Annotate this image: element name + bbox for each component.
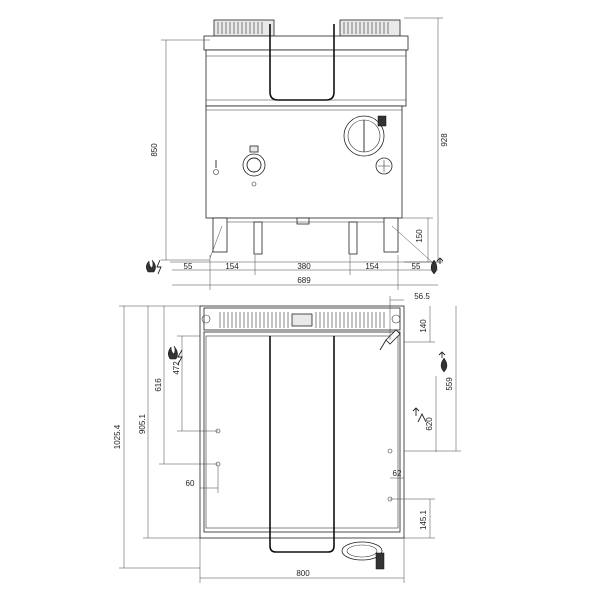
dim-55-right: 55 bbox=[412, 262, 421, 271]
dim-689: 689 bbox=[297, 276, 311, 285]
control-knob bbox=[242, 153, 266, 177]
gas-electric-icon bbox=[146, 259, 162, 275]
dim-380: 380 bbox=[297, 262, 311, 271]
dim-905: 905.1 bbox=[138, 413, 147, 434]
lid-rim bbox=[203, 35, 409, 51]
water-inlet-icon bbox=[412, 407, 427, 423]
pan-body bbox=[205, 49, 407, 107]
connection-point-3 bbox=[387, 448, 393, 454]
top-view: 800 1025.4 905.1 616 472 60 56.5 140 559… bbox=[113, 292, 461, 583]
water-drop-icon bbox=[438, 351, 448, 373]
dim-1025: 1025.4 bbox=[113, 424, 122, 449]
dim-150: 150 bbox=[415, 229, 424, 243]
back-grill-right bbox=[339, 19, 401, 37]
lid-handle bbox=[269, 24, 335, 101]
indicator-switch bbox=[213, 169, 219, 175]
dim-60: 60 bbox=[186, 479, 195, 488]
pan-well bbox=[203, 331, 401, 533]
valve-handle bbox=[385, 329, 401, 345]
dim-154-right: 154 bbox=[365, 262, 379, 271]
flame-icon bbox=[168, 345, 178, 360]
dim-472: 472 bbox=[172, 361, 181, 375]
dim-140: 140 bbox=[419, 319, 428, 333]
dim-55-left: 55 bbox=[184, 262, 193, 271]
dim-620: 620 bbox=[425, 417, 434, 431]
dim-616: 616 bbox=[154, 378, 163, 392]
pilot-light bbox=[249, 145, 259, 153]
front-view: 850 928 150 55 154 380 154 55 689 bbox=[146, 17, 449, 290]
dim-154-left: 154 bbox=[225, 262, 239, 271]
dim-62: 62 bbox=[393, 469, 402, 478]
dim-559: 559 bbox=[445, 377, 454, 391]
dim-800: 800 bbox=[296, 569, 310, 578]
top-lid-handle bbox=[269, 336, 335, 553]
legs bbox=[212, 217, 399, 255]
water-drop-icon bbox=[430, 257, 444, 275]
dim-850: 850 bbox=[150, 143, 159, 157]
dim-928: 928 bbox=[440, 133, 449, 147]
dim-145: 145.1 bbox=[419, 509, 428, 530]
back-grill-left bbox=[213, 19, 275, 37]
dim-56-5: 56.5 bbox=[414, 292, 430, 301]
handwheel-grip bbox=[377, 115, 387, 127]
lightning-icon bbox=[177, 349, 183, 365]
